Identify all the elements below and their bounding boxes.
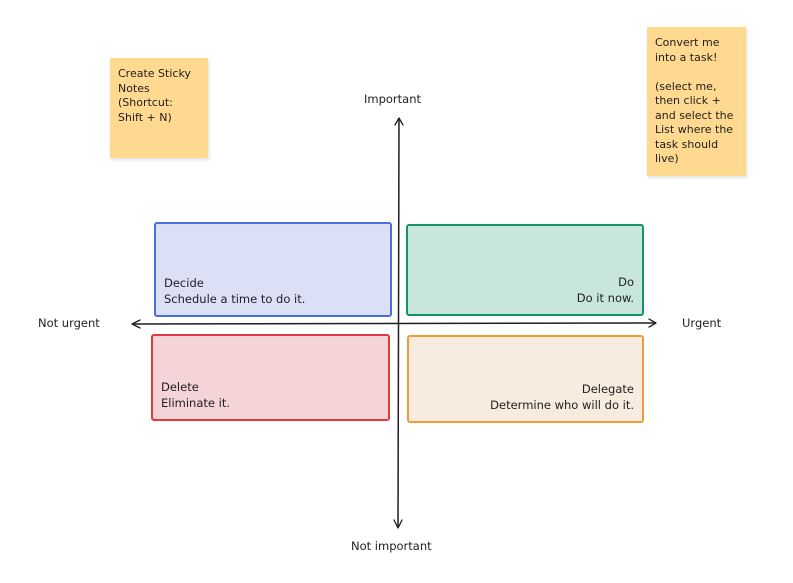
sticky-note-convert[interactable]: Convert me into a task! (select me, then… xyxy=(647,27,746,176)
quadrant-decide-subtitle: Schedule a time to do it. xyxy=(164,292,306,306)
quadrant-delegate-subtitle: Determine who will do it. xyxy=(490,398,634,412)
quadrant-delete-title: Delete xyxy=(161,380,199,394)
axis-label-important: Important xyxy=(364,92,422,106)
quadrant-do[interactable]: Do Do it now. xyxy=(406,224,644,316)
axis-label-not-important: Not important xyxy=(351,539,432,553)
quadrant-delegate-title: Delegate xyxy=(581,382,634,396)
quadrant-decide[interactable]: Decide Schedule a time to do it. xyxy=(154,222,392,317)
sticky-note-create[interactable]: Create Sticky Notes (Shortcut: Shift + N… xyxy=(110,58,208,158)
axis-label-urgent: Urgent xyxy=(682,316,722,330)
quadrant-do-subtitle: Do it now. xyxy=(576,291,634,305)
quadrant-delete-subtitle: Eliminate it. xyxy=(161,396,230,410)
quadrant-delete[interactable]: Delete Eliminate it. xyxy=(151,334,390,421)
vertical-axis-arrow xyxy=(394,117,404,528)
quadrant-delegate[interactable]: Delegate Determine who will do it. xyxy=(407,335,644,423)
quadrant-do-title: Do xyxy=(618,275,634,289)
vertical-axis-bottom-arrowhead xyxy=(393,519,403,529)
horizontal-axis-left-arrowhead xyxy=(131,319,141,329)
axis-label-not-urgent: Not urgent xyxy=(38,316,100,330)
quadrant-decide-title: Decide xyxy=(164,276,204,290)
horizontal-axis-arrow xyxy=(132,318,657,328)
